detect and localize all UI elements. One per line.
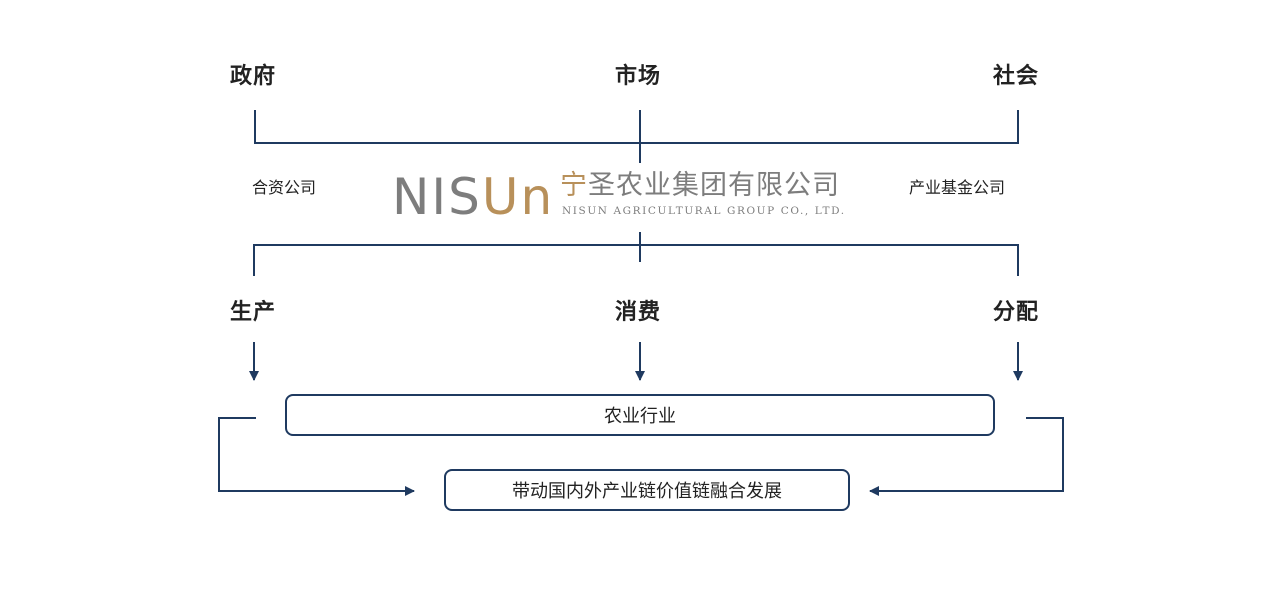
- label-industry-fund: 产业基金公司: [909, 178, 1006, 197]
- company-name-english: NISUN AGRICULTURAL GROUP CO., LTD.: [562, 205, 846, 217]
- label-consumption: 消费: [615, 300, 662, 325]
- box-agricultural-industry-label: 农业行业: [604, 406, 676, 427]
- label-production: 生产: [230, 300, 277, 325]
- box-value-chain-integration: 带动国内外产业链价值链融合发展: [444, 469, 850, 511]
- company-logo-wordmark: NISUn: [392, 168, 555, 226]
- label-government: 政府: [230, 64, 277, 89]
- lower-bracket-line: [253, 244, 1019, 276]
- company-name-chinese: 宁圣农业集团有限公司: [560, 170, 840, 201]
- label-distribution: 分配: [993, 300, 1040, 325]
- label-market: 市场: [615, 64, 662, 89]
- left-feedback-arrow: [218, 417, 415, 496]
- box-value-chain-integration-label: 带动国内外产业链价值链融合发展: [512, 481, 782, 502]
- box-agricultural-industry: 农业行业: [285, 394, 995, 436]
- right-feedback-arrow: [869, 417, 1064, 496]
- label-society: 社会: [993, 64, 1040, 89]
- top-bracket-line: [254, 110, 1019, 144]
- label-joint-venture: 合资公司: [252, 178, 317, 197]
